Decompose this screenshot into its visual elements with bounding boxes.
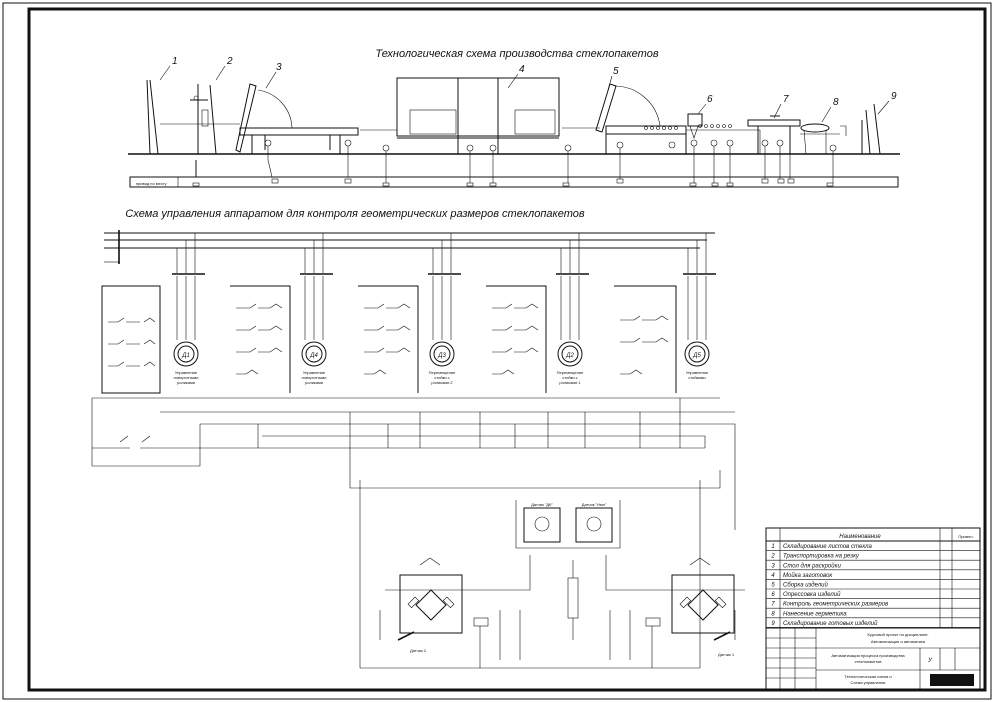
- legend-row-name: Складирование листов стекла: [783, 544, 873, 550]
- motor-d2-caption-1: Перемещение: [557, 370, 584, 375]
- stamp-footer-1: Технологическая схема и: [844, 674, 891, 679]
- callout-8: 8: [833, 97, 839, 108]
- legend-row-name: Нанесение герметика: [783, 611, 847, 617]
- motor-d4-caption-2: поворотными: [302, 375, 327, 380]
- sensor-box-dk-label: Датчик "ДК": [531, 502, 553, 507]
- legend-row-number: 7: [771, 602, 775, 608]
- callout-3: 3: [276, 62, 282, 73]
- stamp-sheet-letter: У: [927, 658, 933, 664]
- callout-9: 9: [891, 91, 897, 102]
- legend-row-name: Контроль геометрических размеров: [783, 602, 888, 608]
- legend-header-note: Примеч.: [958, 534, 973, 539]
- title-control-scheme: Схема управления аппаратом для контроля …: [125, 208, 584, 220]
- legend-row-number: 1: [771, 544, 774, 550]
- legend-row-name: Мойка заготовок: [783, 572, 833, 579]
- stamp-project-2: стеклопакетов: [855, 659, 882, 664]
- conveyor-label: привод по месту: [136, 181, 167, 186]
- callout-6: 6: [707, 94, 713, 105]
- legend-row-number: 2: [770, 554, 775, 560]
- sensor-box-dk: [523, 507, 561, 543]
- callout-5: 5: [613, 66, 619, 77]
- legend-row-number: 9: [771, 621, 775, 627]
- motor-d4-caption-1: Управление: [303, 370, 326, 375]
- motor-d4-label: Д4: [309, 353, 318, 359]
- motor-d1-label: Д1: [181, 353, 190, 359]
- stamp-subject: Курсовой проект по дисциплине:: [868, 632, 929, 637]
- motor-d5-caption-1: Управление: [686, 370, 709, 375]
- motor-d4-caption-3: роликами: [305, 380, 323, 385]
- legend-row-name: Транспортировка на резку: [783, 554, 860, 560]
- callout-4: 4: [519, 64, 525, 75]
- motor-d2-caption-3: роликами 1: [559, 380, 581, 385]
- legend-row-name: Складирование готовых изделий: [783, 620, 878, 627]
- bridge-label-right: Датчик 1: [718, 652, 735, 657]
- callout-1: 1: [172, 56, 178, 67]
- legend-row-name: Опрессовка изделий: [783, 591, 841, 598]
- legend-row-number: 3: [771, 563, 775, 569]
- motor-d1-caption-3: роликами: [177, 380, 195, 385]
- motor-d3-label: Д3: [437, 353, 446, 359]
- stamp-project-1: Автоматизация процесса производства: [831, 653, 905, 658]
- callout-7: 7: [783, 94, 789, 105]
- motor-d2-label: Д2: [565, 353, 574, 359]
- legend-row-name: Стол для раскройки: [783, 562, 841, 569]
- sensor-box-nmp-label: Датчик "Нмп": [582, 502, 607, 507]
- sensor-box-nmp: [575, 507, 613, 543]
- stamp-footer-2: Схема управления: [851, 680, 886, 685]
- bridge-label-left: Датчик 2: [410, 648, 427, 653]
- motor-d2-caption-2: стойки с: [562, 375, 577, 380]
- legend-table: Наименование Примеч. 1 Складирование лист…: [765, 527, 981, 629]
- motor-d3-caption-2: стойки с: [434, 375, 449, 380]
- legend-header-name: Наименование: [839, 534, 881, 540]
- control-circuit: Д1 Д4 Д3 Д2 Д5 Управление поворотными ро…: [91, 230, 745, 669]
- legend-row-name: Сборка изделий: [783, 582, 828, 589]
- legend-row-number: 8: [771, 611, 775, 617]
- legend-rows: 1 Складирование листов стекла 2 Транспортир…: [766, 544, 980, 628]
- motor-d1-caption-2: поворотными: [174, 375, 199, 380]
- title-technological-scheme: Технологическая схема производства стекл…: [375, 48, 658, 60]
- motor-d1-caption-1: Управление: [175, 370, 198, 375]
- stamp-black-cell: [930, 674, 974, 686]
- drawing-frame: [27, 7, 987, 692]
- motor-d5-label: Д5: [692, 353, 701, 359]
- legend-row-number: 5: [771, 583, 775, 589]
- stamp-subject-2: Автоматизация и автоматика: [871, 639, 926, 644]
- motor-d3-caption-1: Перемещение: [429, 370, 456, 375]
- legend-row-number: 6: [771, 592, 775, 598]
- production-line: привод по месту: [128, 56, 900, 188]
- legend-row-number: 4: [771, 573, 775, 579]
- motor-d3-caption-3: роликами 2: [431, 380, 453, 385]
- motor-d5-caption-2: стойками: [688, 375, 705, 380]
- title-block: Курсовой проект по дисциплине: Автоматиз…: [765, 627, 981, 691]
- callout-2: 2: [226, 56, 233, 67]
- conveyor-strip: [129, 176, 899, 188]
- callouts: 1 2 3 4 5 6 7 8 9: [159, 56, 897, 123]
